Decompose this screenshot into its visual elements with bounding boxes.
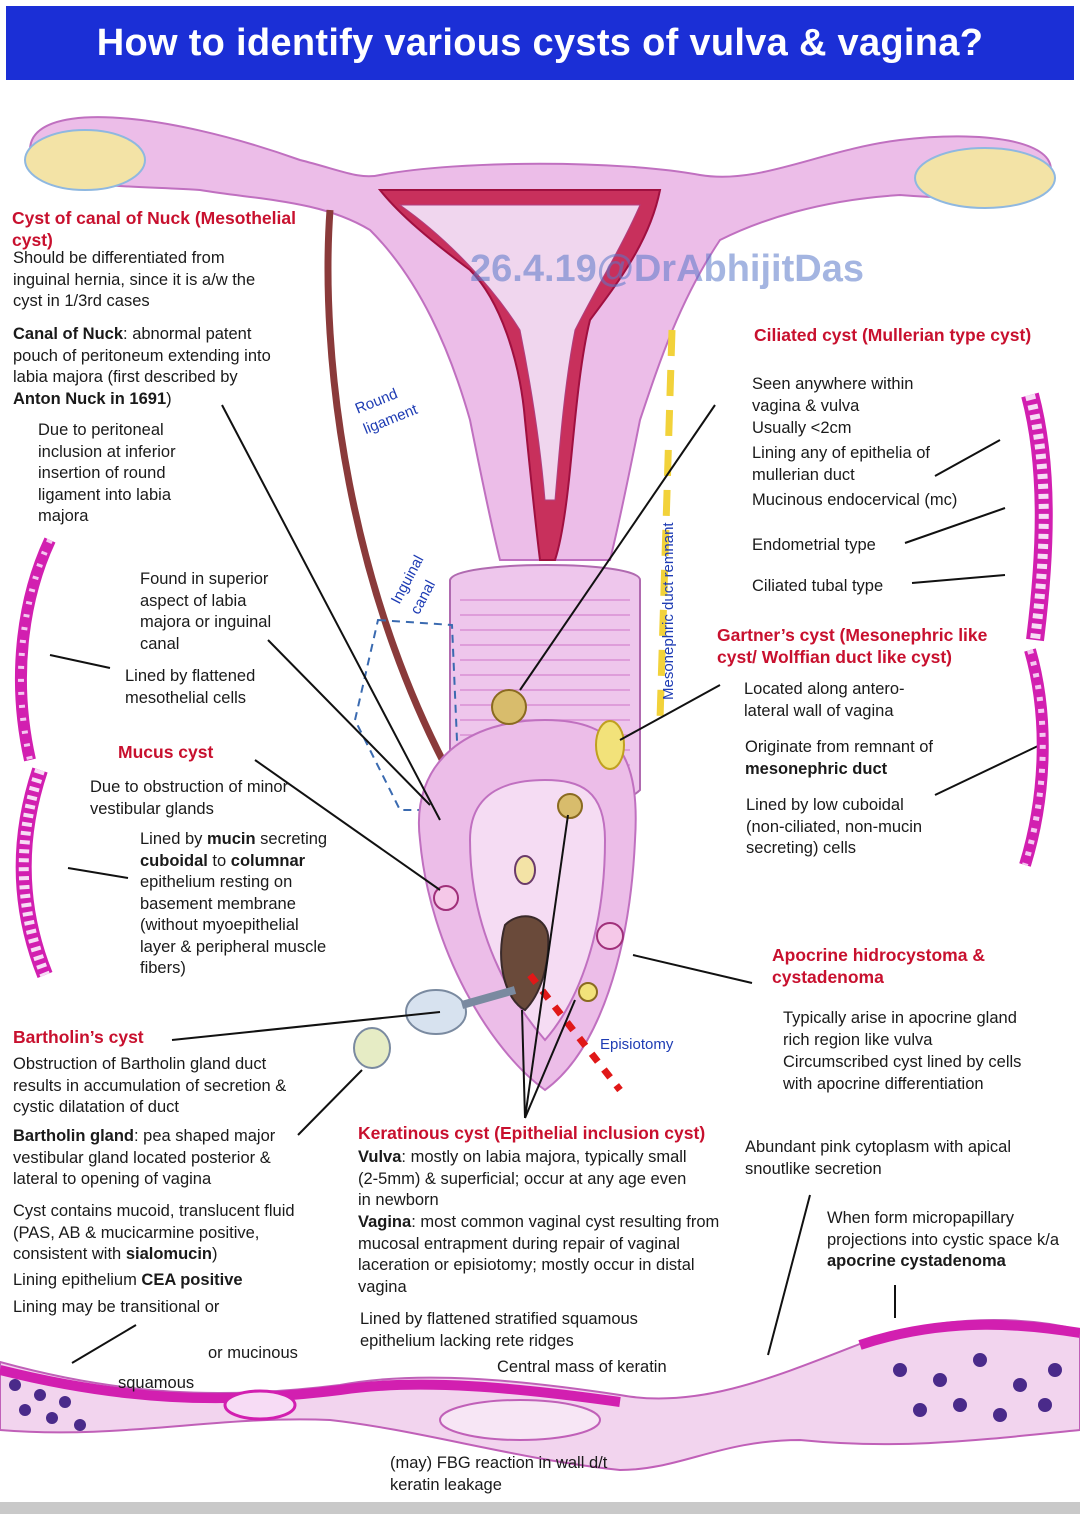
nuck-heading: Cyst of canal of Nuck (Mesothelial cyst) — [12, 208, 296, 250]
mucus-lined-c: to — [207, 851, 231, 870]
apocrine-pink: Abundant pink cytoplasm with apical snou… — [745, 1138, 1011, 1178]
ciliated-tubal: Ciliated tubal type — [752, 577, 884, 595]
keratinous-vulva-text: : mostly on labia majora, typically smal… — [358, 1148, 687, 1209]
keratinous-fbg: (may) FBG reaction in wall d/t keratin l… — [390, 1454, 608, 1494]
uterus-drawing — [24, 116, 1056, 812]
mucus-cyst-marker — [433, 885, 459, 911]
canal-def-text: : abnormal patent pouch of peritoneum ex… — [13, 325, 271, 386]
ciliated-cyst-marker — [491, 689, 527, 725]
bartholin-contains-b: ) — [212, 1245, 218, 1263]
vulva-term: Vulva — [358, 1148, 402, 1166]
nuck-due-to: Due to peritoneal inclusion at inferior … — [38, 421, 176, 525]
mesonephric-duct-term: mesonephric duct — [745, 759, 888, 778]
ciliated-mucinous: Mucinous endocervical (mc) — [752, 491, 958, 509]
urethral-opening — [514, 855, 536, 885]
columnar-term: columnar — [230, 851, 306, 870]
page-title: How to identify various cysts of vulva &… — [96, 21, 984, 64]
round-ligament — [324, 209, 474, 812]
vagina-term: Vagina — [358, 1213, 412, 1231]
mucus-lined-b: secreting — [255, 830, 328, 848]
bartholin-or-mucinous: or mucinous — [208, 1344, 298, 1362]
mucus-lined-by: Lined by mucin secreting cuboidal to col… — [140, 829, 330, 980]
left-ovary — [24, 129, 146, 191]
keratinous-cyst-marker-lower — [578, 982, 598, 1002]
gartner-heading: Gartner’s cyst (Mesonephric like cyst/ W… — [717, 625, 988, 667]
bottom-scrollbar — [0, 1502, 1080, 1514]
ciliated-endometrial: Endometrial type — [752, 536, 876, 554]
mucin-term: mucin — [206, 830, 256, 848]
leader-lines — [49, 404, 1041, 1364]
histology-band — [0, 1319, 1080, 1472]
bartholin-obstruction: Obstruction of Bartholin gland duct resu… — [13, 1055, 287, 1116]
apocrine-cyst-marker — [596, 922, 624, 950]
right-ovary — [914, 147, 1056, 209]
mucus-lined-d: epithelium resting on basement membrane … — [140, 873, 327, 977]
keratinous-cyst-marker-upper — [557, 793, 583, 819]
nuck-canal-definition: Canal of Nuck: abnormal patent pouch of … — [13, 324, 285, 410]
endometrium — [398, 204, 641, 501]
mesonephric-epithelium-strip — [1019, 648, 1049, 867]
bartholin-lining-a: Lining epithelium — [13, 1271, 142, 1289]
apocrine-circumscribed: Circumscribed cyst lined by cells with a… — [783, 1053, 1022, 1093]
bartholin-gland-def: : pea shaped major vestibular gland loca… — [13, 1127, 276, 1188]
bartholin-squamous: squamous — [118, 1374, 195, 1392]
canal-of-nuck-term: Canal of Nuck — [13, 325, 124, 343]
cea-positive: CEA positive — [141, 1271, 243, 1289]
canal-def-close: ) — [166, 389, 172, 408]
bartholin-gland-term: Bartholin gland — [13, 1127, 134, 1145]
mesothelial-epithelium-strip — [15, 537, 56, 762]
bartholin-contains-a: Cyst contains mucoid, translucent fluid … — [13, 1202, 295, 1263]
nuck-found-in: Found in superior aspect of labia majora… — [140, 570, 272, 653]
gartner-lined: Lined by low cuboidal (non-ciliated, non… — [746, 796, 923, 857]
episiotomy-line — [527, 972, 623, 1093]
title-banner: How to identify various cysts of vulva &… — [6, 6, 1074, 80]
bartholin-heading: Bartholin’s cyst — [13, 1027, 144, 1047]
mesonephric-duct-label: Mesonephric duct remnant — [660, 522, 677, 700]
mucinous-epithelium-strip — [15, 767, 53, 978]
mullerian-epithelium-strip — [1021, 392, 1053, 642]
bartholin-cea: Lining epithelium CEA positive — [13, 1270, 243, 1292]
ciliated-lining: Lining any of epithelia of mullerian duc… — [752, 444, 930, 484]
keratinous-vagina-text: : most common vaginal cyst resulting fro… — [358, 1213, 720, 1296]
gartner-originate-a: Originate from remnant of — [745, 738, 933, 756]
ciliated-cyst-heading: Ciliated cyst (Mullerian type cyst) — [754, 325, 1032, 345]
bartholin-gland-definition: Bartholin gland: pea shaped major vestib… — [13, 1126, 303, 1191]
keratinous-central: Central mass of keratin — [497, 1358, 667, 1376]
mucus-lined-a: Lined by — [140, 830, 207, 848]
watermark: 26.4.19@DrAbhijitDas — [470, 248, 864, 290]
bartholin-contents: Cyst contains mucoid, translucent fluid … — [13, 1201, 335, 1266]
cuboidal-term: cuboidal — [140, 851, 208, 870]
inguinal-canal-outline — [353, 618, 462, 811]
apocrine-cystadenoma-term: apocrine cystadenoma — [827, 1252, 1006, 1270]
gartner-originate: Originate from remnant of mesonephric du… — [745, 737, 945, 780]
bartholin-lining-may: Lining may be transitional or — [13, 1298, 220, 1316]
ciliated-seen: Seen anywhere within vagina & vulva — [752, 375, 914, 415]
mucinous-gland-section — [223, 1389, 297, 1421]
apocrine-arise: Typically arise in apocrine gland rich r… — [783, 1009, 1017, 1049]
keratinous-vulva: Vulva: mostly on labia majora, typically… — [358, 1147, 703, 1212]
mucus-cyst-heading: Mucus cyst — [118, 742, 214, 762]
sialomucin-term: sialomucin — [125, 1245, 213, 1263]
mesonephric-remnant-dashes — [656, 329, 676, 721]
episiotomy-label: Episiotomy — [600, 1036, 674, 1053]
gartner-cyst-marker — [595, 720, 625, 770]
keratinous-lined: Lined by flattened stratified squamous e… — [360, 1310, 638, 1350]
apocrine-when: When form micropapillary projections int… — [827, 1208, 1067, 1273]
keratinous-heading: Keratinous cyst (Epithelial inclusion cy… — [358, 1123, 706, 1143]
ciliated-usually: Usually <2cm — [752, 419, 852, 437]
nuck-differentiate: Should be differentiated from inguinal h… — [13, 249, 256, 310]
anton-nuck: Anton Nuck in 1691 — [13, 389, 167, 408]
histology-nuclei — [9, 1353, 1062, 1431]
mucus-due-to: Due to obstruction of minor vestibular g… — [90, 778, 289, 818]
apocrine-heading: Apocrine hidrocystoma & cystadenoma — [772, 945, 985, 987]
keratin-cyst-section — [439, 1399, 601, 1441]
gartner-located: Located along antero-lateral wall of vag… — [744, 680, 905, 720]
nuck-lined-by: Lined by flattened mesothelial cells — [125, 667, 256, 707]
apocrine-when-a: When form micropapillary projections int… — [827, 1209, 1060, 1249]
keratinous-vagina: Vagina: most common vaginal cyst resulti… — [358, 1212, 730, 1298]
